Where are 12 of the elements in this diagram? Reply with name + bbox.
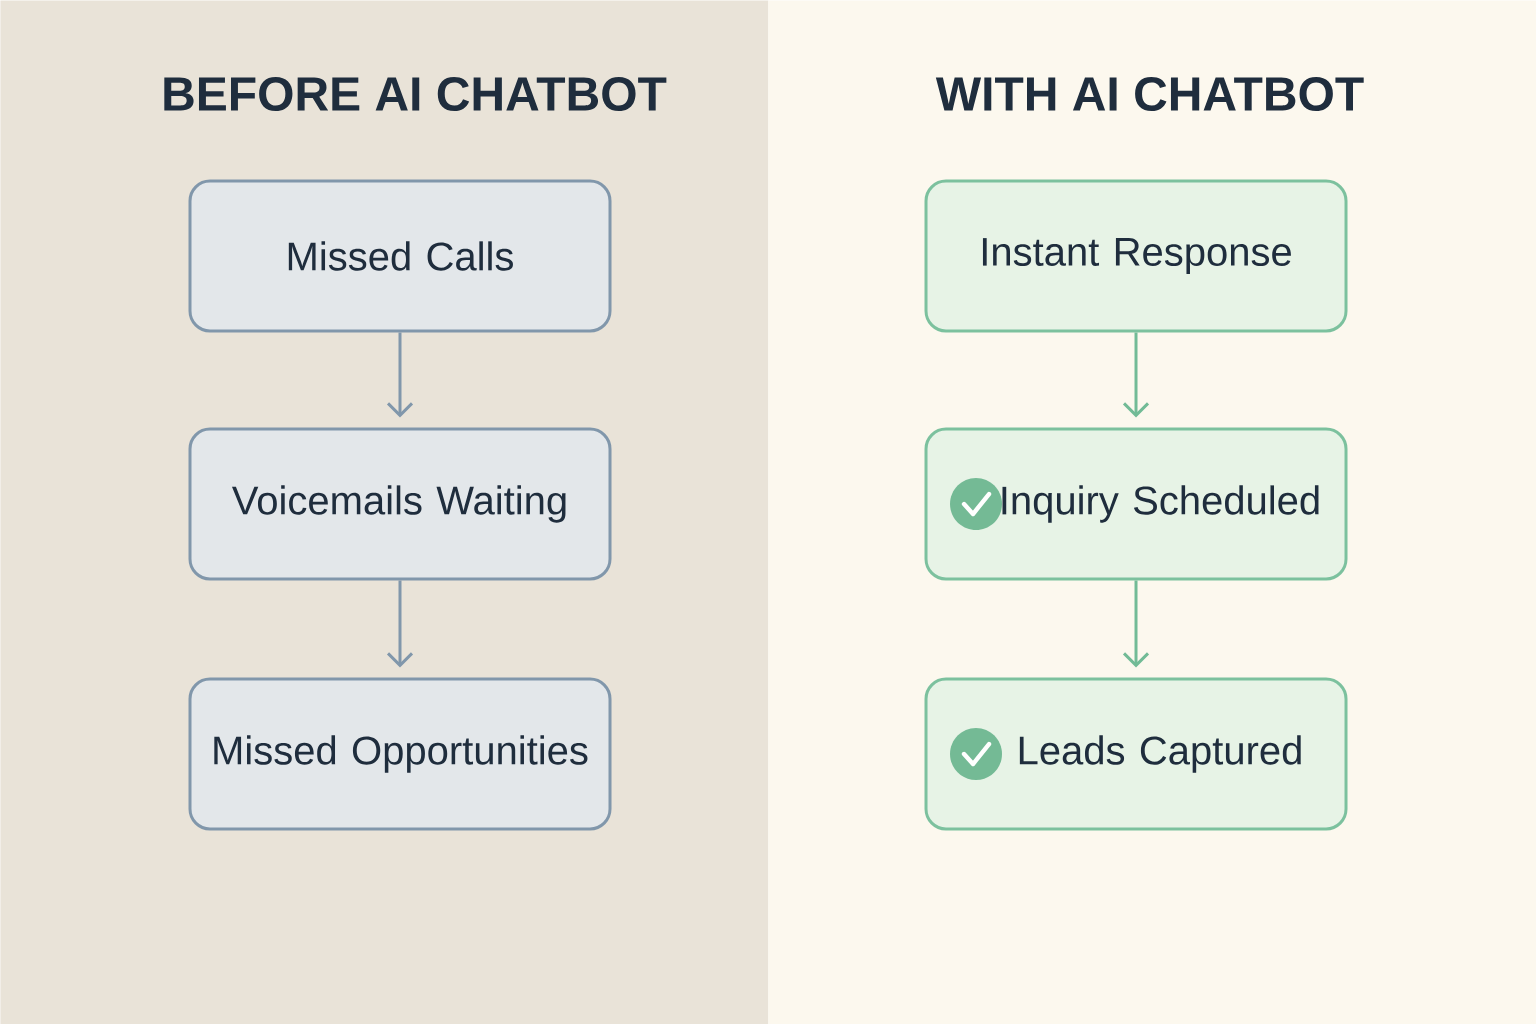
process-box: Missed Calls	[188, 179, 612, 333]
process-box: Leads Captured	[924, 677, 1348, 831]
process-box: Voicemails Waiting	[188, 427, 612, 581]
process-box: Missed Opportunities	[188, 677, 612, 831]
arrow	[386, 332, 414, 418]
arrow	[386, 580, 414, 668]
panel-heading: BEFORE AI CHATBOT	[164, 77, 667, 111]
arrow	[1122, 580, 1150, 668]
process-box: Inquiry Scheduled	[924, 427, 1348, 581]
panel-heading: WITH AI CHATBOT	[935, 77, 1364, 111]
process-box: Instant Response	[924, 179, 1348, 333]
arrow	[1122, 332, 1150, 418]
